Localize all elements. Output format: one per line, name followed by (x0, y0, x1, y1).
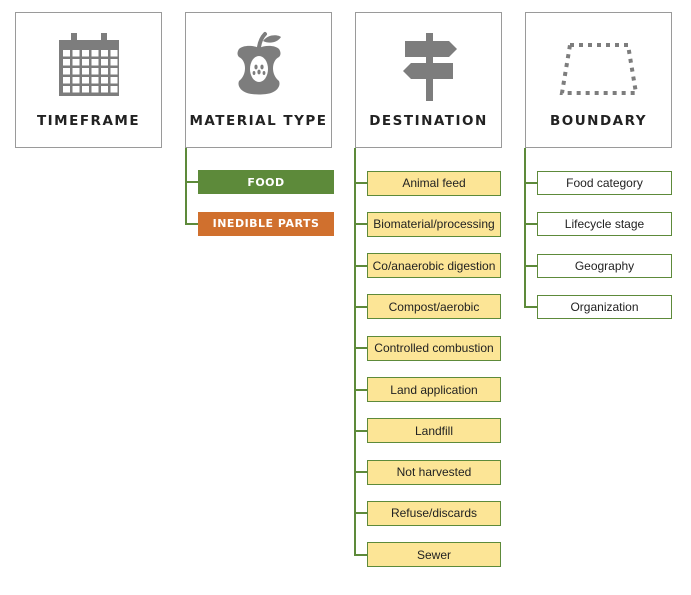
destination-branch-line (354, 388, 367, 391)
destination-item: Co/anaerobic digestion (367, 253, 501, 279)
destination-branch-line (354, 347, 367, 350)
destination-item: Not harvested (367, 459, 501, 485)
material-type-branch-line (185, 222, 198, 225)
destination-branch-line (354, 512, 367, 515)
destination-branch-line (354, 429, 367, 432)
boundary-branch-line (524, 182, 537, 184)
destination-connector-stem (354, 148, 356, 556)
destination-item: Refuse/discards (367, 500, 501, 526)
destination-branch-line (354, 223, 367, 226)
material-type-branch-line (185, 181, 198, 183)
material-type-item: FOOD (198, 170, 334, 194)
destination-item: Biomaterial/processing (367, 211, 501, 237)
destination-branch-line (354, 264, 367, 267)
destination-item: Land application (367, 377, 501, 402)
boundary-branch-line (524, 305, 537, 308)
destination-branch-line (354, 553, 367, 556)
material-type-item: INEDIBLE PARTS (198, 211, 334, 236)
signpost-icon (402, 33, 457, 101)
material-type-title: MATERIAL TYPE (189, 113, 328, 129)
boundary-item: Food category (537, 171, 672, 195)
destination-item: Landfill (367, 418, 501, 444)
destination-branch-line (354, 471, 367, 474)
dotted-boundary-icon (559, 43, 638, 95)
destination-item: Animal feed (367, 170, 501, 196)
boundary-item: Organization (537, 294, 672, 319)
destination-card: DESTINATION (355, 12, 502, 148)
destination-item: Sewer (367, 542, 501, 568)
destination-branch-line (354, 305, 367, 308)
boundary-card: BOUNDARY (525, 12, 672, 148)
destination-title: DESTINATION (369, 113, 488, 129)
boundary-title: BOUNDARY (549, 113, 648, 129)
timeframe-title: TIMEFRAME (36, 113, 141, 129)
boundary-item: Lifecycle stage (537, 212, 672, 237)
apple-core-icon (237, 32, 281, 95)
material-connector-stem (185, 148, 187, 224)
boundary-branch-line (524, 223, 537, 226)
boundary-branch-line (524, 264, 537, 267)
destination-branch-line (354, 182, 367, 184)
timeframe-card: TIMEFRAME (15, 12, 162, 148)
material-type-card: MATERIAL TYPE (185, 12, 332, 148)
calendar-icon (58, 33, 119, 96)
destination-item: Controlled combustion (367, 335, 501, 361)
boundary-item: Geography (537, 253, 672, 278)
destination-item: Compost/aerobic (367, 294, 501, 320)
boundary-connector-stem (524, 148, 526, 308)
